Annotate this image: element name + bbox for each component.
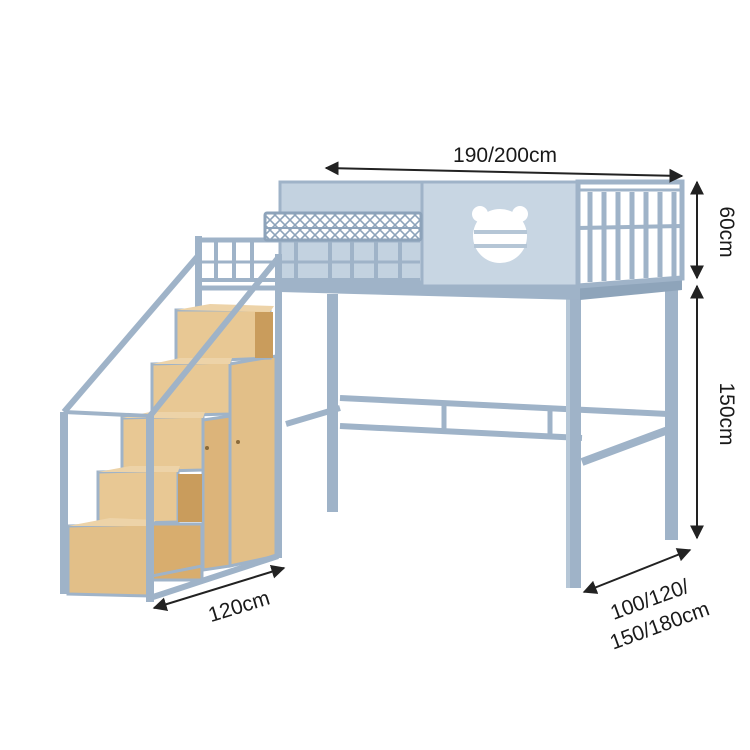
- length-label: 190/200cm: [453, 144, 557, 167]
- staircase-cabinet: [60, 254, 282, 602]
- clearance-height-label: 150cm: [715, 382, 738, 445]
- rail-height-label: 60cm: [715, 206, 738, 257]
- dimension-lines: [152, 161, 704, 611]
- width-dimension-line: [582, 548, 692, 594]
- bed-legs: [327, 286, 678, 588]
- stair-width-dimension-line: [152, 565, 286, 611]
- bear-cutout-icon: [472, 206, 528, 263]
- front-panel-right: [420, 180, 580, 288]
- mesh-shelf-basket: [263, 211, 423, 242]
- bed-frame: [195, 179, 685, 588]
- stair-width-label: 120cm: [206, 587, 273, 627]
- head-end-rail: [575, 179, 685, 289]
- length-dimension-line: [324, 161, 684, 183]
- lower-side-rails: [285, 395, 670, 466]
